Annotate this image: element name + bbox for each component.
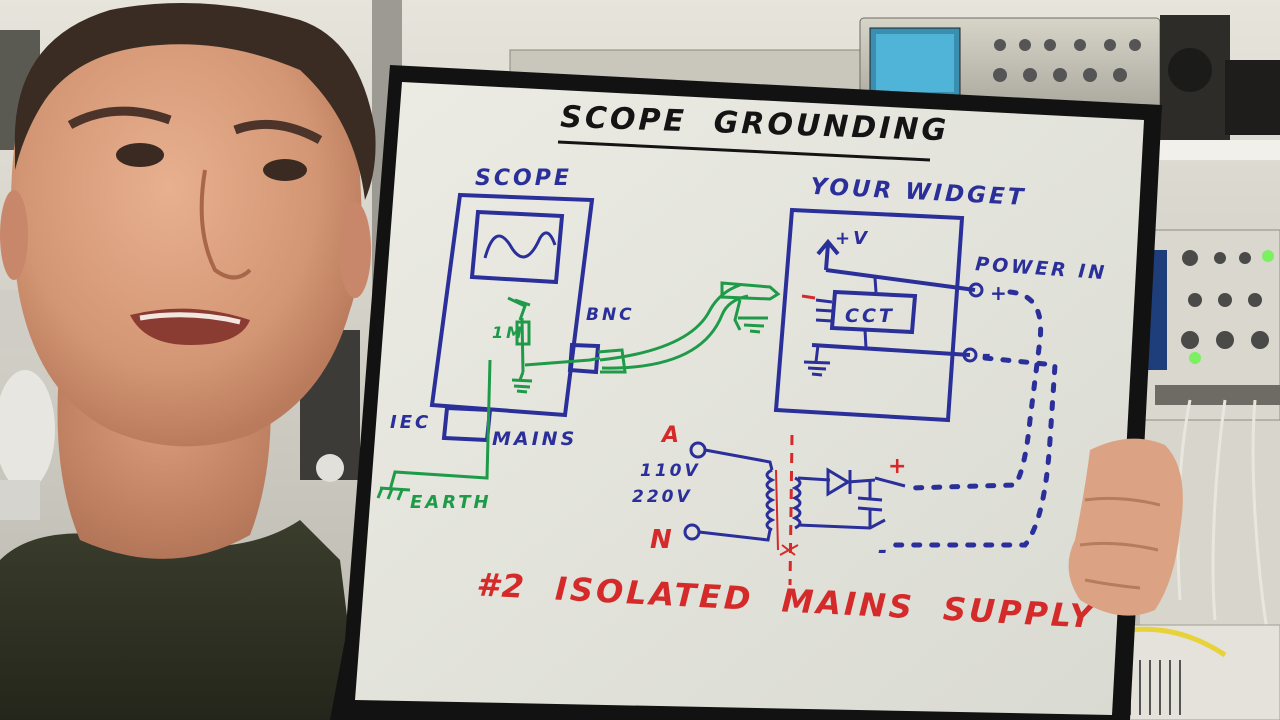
left-ear — [0, 190, 28, 280]
transformer-secondary-coil — [791, 476, 802, 530]
terminal-plus-label: + — [990, 281, 1010, 305]
shirt — [0, 520, 360, 720]
transformer-primary-coil — [765, 468, 776, 532]
isolation-barrier — [788, 434, 794, 586]
neutral-label: N — [650, 525, 675, 555]
transformer-core-accent — [775, 469, 799, 556]
dotted-supply-negative — [887, 355, 1058, 548]
title-underline — [557, 140, 931, 162]
red-arrow-icon — [801, 294, 816, 300]
probe-tip — [720, 281, 781, 301]
nose — [199, 169, 252, 280]
mains-label: MAINS — [492, 428, 577, 450]
eye-left — [116, 143, 164, 167]
lab-equipment-left — [0, 290, 360, 520]
vintage-oscilloscope — [859, 15, 1280, 140]
cct-label: CCT — [845, 305, 895, 327]
rectifier-plus-label: + — [888, 454, 909, 479]
probe-cable — [599, 283, 741, 362]
sine-wave-icon — [483, 231, 557, 259]
shelf — [1150, 140, 1280, 160]
cct-connections — [815, 277, 878, 349]
cct-box — [829, 289, 918, 335]
earth-wiring — [376, 281, 781, 501]
scope-label: SCOPE — [475, 166, 572, 191]
whiteboard: SCOPE GROUNDING SCOPE IEC MAINS BNC 1M — [330, 65, 1162, 720]
voltage-220-label: 220V — [632, 487, 693, 507]
bench-power-supply — [1117, 624, 1280, 720]
hand-right — [1068, 438, 1183, 616]
eyebrow-right — [233, 119, 323, 144]
rectifier-minus-label: - — [878, 539, 890, 564]
active-label: A — [660, 423, 682, 448]
power-terminal-minus — [962, 347, 978, 363]
capacitor-icon — [857, 480, 883, 528]
dotted-supply-positive — [907, 289, 1044, 491]
voltage-110-label: 110V — [640, 461, 701, 481]
hair — [14, 2, 376, 200]
presenter — [0, 2, 376, 720]
digital-oscilloscope — [1139, 229, 1280, 651]
right-ear — [339, 202, 371, 298]
iec-label: IEC — [390, 412, 431, 433]
supply-voltage-label: +V — [835, 228, 870, 249]
scope-box — [429, 192, 595, 418]
eyebrow-left — [67, 106, 172, 129]
primary-wiring — [698, 448, 774, 542]
ground-rail — [811, 343, 971, 357]
ground-symbol-icon — [803, 344, 831, 377]
bnc-label: BNC — [586, 305, 635, 325]
vcc-rail — [825, 268, 976, 292]
resistor-label: 1M — [492, 323, 525, 342]
widget-box — [773, 207, 965, 423]
eye-right — [263, 159, 307, 181]
face — [11, 15, 362, 447]
earth-label: EARTH — [410, 492, 492, 513]
vcc-arrow-icon — [816, 238, 840, 271]
scope-screen — [469, 209, 565, 285]
terminal-minus-label: - — [982, 343, 994, 368]
power-terminal-plus — [968, 282, 984, 298]
